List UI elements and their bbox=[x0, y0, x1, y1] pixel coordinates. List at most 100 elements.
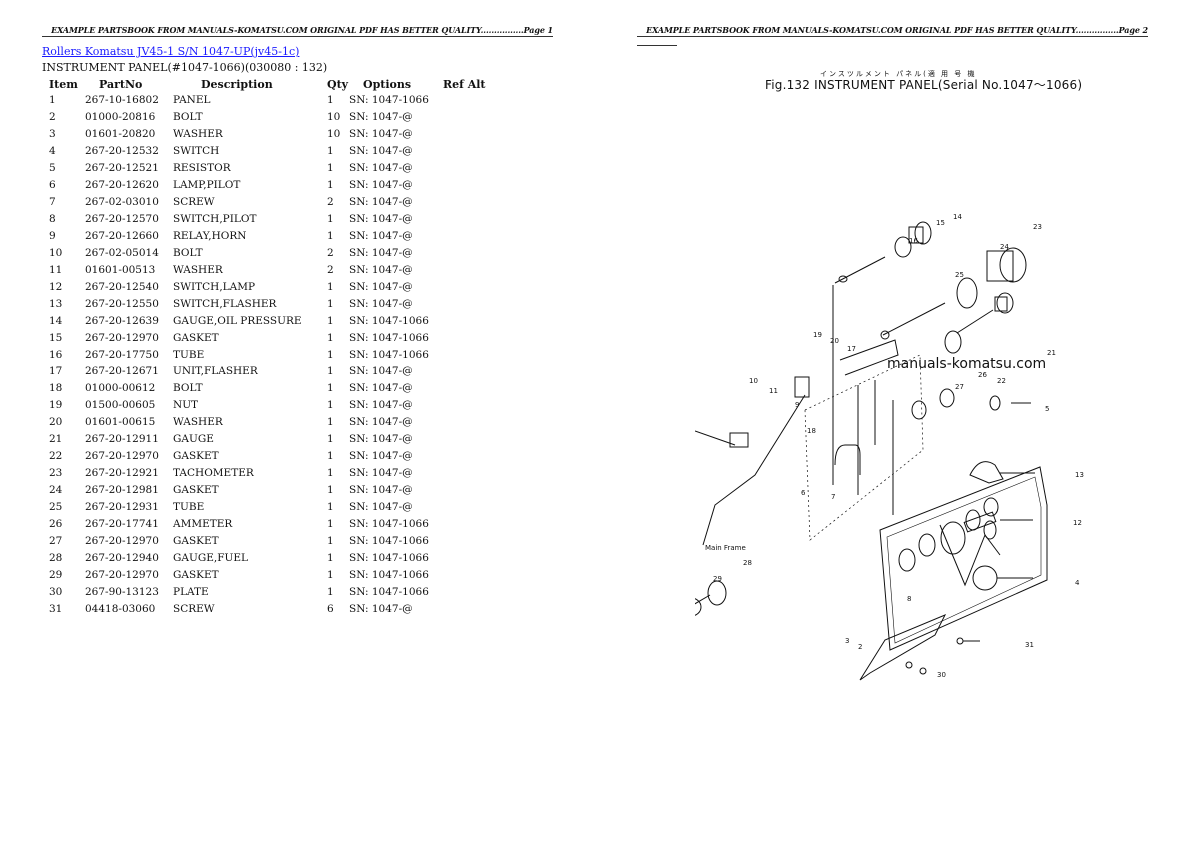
cell-description: GASKET bbox=[173, 534, 219, 547]
cell-item: 9 bbox=[49, 229, 56, 242]
cell-partno: 267-20-12521 bbox=[85, 162, 159, 175]
cell-options: SN: 1047-@ bbox=[349, 196, 413, 209]
cell-options: SN: 1047-@ bbox=[349, 467, 413, 480]
cell-ref-alt bbox=[443, 583, 493, 600]
callout-number: 18 bbox=[807, 427, 816, 435]
cell-item: 20 bbox=[49, 416, 63, 429]
cell-ref-alt bbox=[443, 211, 493, 228]
cell-qty: 1 bbox=[327, 585, 334, 598]
column-header-ref-alt: Ref Alt bbox=[443, 77, 486, 91]
cell-qty: 2 bbox=[327, 246, 334, 259]
callout-number: 22 bbox=[997, 377, 1006, 385]
cell-item: 5 bbox=[49, 162, 56, 175]
cell-partno: 01000-20816 bbox=[85, 111, 156, 124]
header-divider bbox=[637, 36, 1148, 37]
cell-ref-alt bbox=[443, 109, 493, 126]
cell-description: TACHOMETER bbox=[173, 467, 254, 480]
cell-partno: 267-90-13123 bbox=[85, 585, 159, 598]
cell-item: 14 bbox=[49, 314, 63, 327]
cell-description: WASHER bbox=[173, 263, 223, 276]
cell-options: SN: 1047-@ bbox=[349, 280, 413, 293]
cell-ref-alt bbox=[443, 414, 493, 431]
callout-number: 5 bbox=[1045, 405, 1049, 413]
callout-number: 29 bbox=[713, 575, 722, 583]
short-divider bbox=[637, 45, 677, 46]
cell-item: 28 bbox=[49, 551, 63, 564]
cell-partno: 267-20-12550 bbox=[85, 297, 159, 310]
cell-options: SN: 1047-@ bbox=[349, 416, 413, 429]
cell-description: GASKET bbox=[173, 331, 219, 344]
cell-options: SN: 1047-1066 bbox=[349, 534, 429, 547]
model-title-link[interactable]: Rollers Komatsu JV45-1 S/N 1047-UP(jv45-… bbox=[42, 45, 300, 58]
callout-number: 30 bbox=[937, 671, 946, 679]
cell-description: BOLT bbox=[173, 111, 203, 124]
cell-qty: 1 bbox=[327, 314, 334, 327]
callout-number: 4 bbox=[1075, 579, 1080, 587]
cell-qty: 1 bbox=[327, 416, 334, 429]
cell-item: 4 bbox=[49, 145, 56, 158]
cell-description: GASKET bbox=[173, 484, 219, 497]
column-header-partno: PartNo bbox=[99, 77, 143, 91]
callout-number: 14 bbox=[953, 213, 962, 221]
cell-qty: 10 bbox=[327, 128, 341, 141]
cell-options: SN: 1047-@ bbox=[349, 111, 413, 124]
panel-outline bbox=[879, 466, 1048, 651]
cell-partno: 01601-00513 bbox=[85, 263, 156, 276]
cell-description: SWITCH,FLASHER bbox=[173, 297, 277, 310]
column-header-item: Item bbox=[49, 77, 78, 91]
cell-qty: 1 bbox=[327, 517, 334, 530]
callout-number: 19 bbox=[813, 331, 822, 339]
cell-description: TUBE bbox=[173, 500, 205, 513]
cell-description: PLATE bbox=[173, 585, 209, 598]
callout-number: 8 bbox=[907, 595, 911, 603]
cell-partno: 267-20-12970 bbox=[85, 450, 159, 463]
cell-qty: 1 bbox=[327, 500, 334, 513]
cell-partno: 267-20-12532 bbox=[85, 145, 159, 158]
cell-item: 7 bbox=[49, 196, 56, 209]
callout-number: 31 bbox=[1025, 641, 1034, 649]
figure-title: インスツルメント パネル(適 用 号 機 Fig.132 INSTRUMENT … bbox=[765, 70, 1082, 93]
cell-options: SN: 1047-@ bbox=[349, 484, 413, 497]
callout-number: 2 bbox=[858, 643, 862, 651]
cell-partno: 267-20-12970 bbox=[85, 534, 159, 547]
cell-partno: 267-20-12660 bbox=[85, 229, 159, 242]
cell-item: 27 bbox=[49, 534, 63, 547]
cell-ref-alt bbox=[443, 194, 493, 211]
callout-number: 23 bbox=[1033, 223, 1042, 231]
cell-ref-alt bbox=[443, 278, 493, 295]
cell-qty: 1 bbox=[327, 399, 334, 412]
cell-ref-alt bbox=[443, 465, 493, 482]
cell-ref-alt bbox=[443, 549, 493, 566]
cell-partno: 267-20-12570 bbox=[85, 213, 159, 226]
callout-number: 25 bbox=[955, 271, 964, 279]
cell-partno: 267-20-12911 bbox=[85, 433, 159, 446]
cell-partno: 267-20-12970 bbox=[85, 331, 159, 344]
callout-number: 12 bbox=[1073, 519, 1082, 527]
cell-partno: 267-20-12921 bbox=[85, 467, 159, 480]
cell-qty: 1 bbox=[327, 162, 334, 175]
cell-item: 2 bbox=[49, 111, 56, 124]
cell-partno: 267-10-16802 bbox=[85, 94, 159, 107]
cell-description: GAUGE,FUEL bbox=[173, 551, 248, 564]
callout-number: 15 bbox=[936, 219, 945, 227]
cell-ref-alt bbox=[443, 346, 493, 363]
cell-ref-alt bbox=[443, 177, 493, 194]
cell-description: GASKET bbox=[173, 450, 219, 463]
cell-description: SCREW bbox=[173, 196, 215, 209]
cell-options: SN: 1047-1066 bbox=[349, 314, 429, 327]
cell-qty: 1 bbox=[327, 433, 334, 446]
